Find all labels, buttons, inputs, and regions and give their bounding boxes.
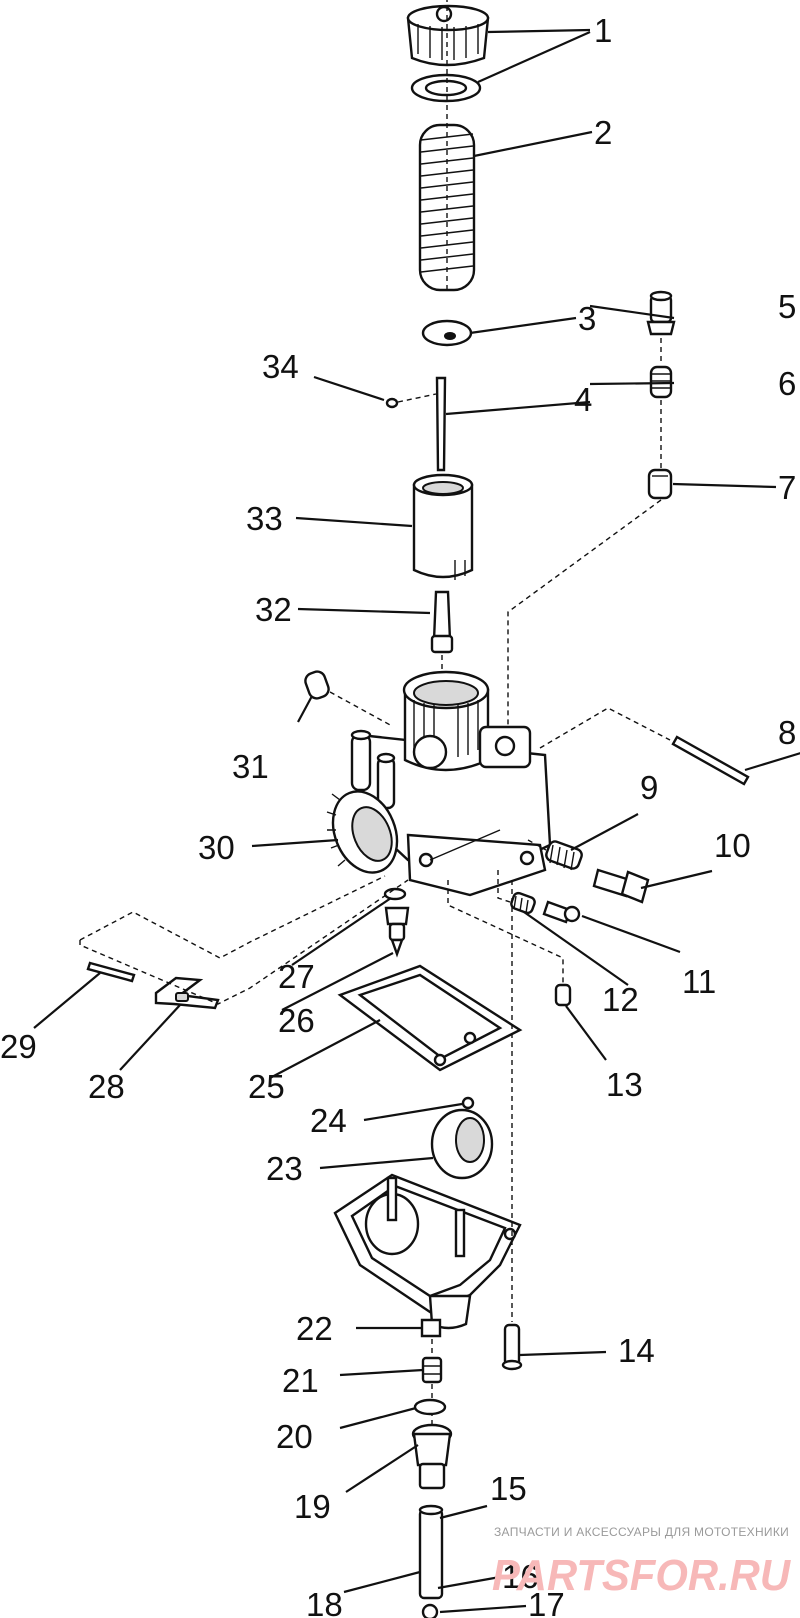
part-24-ball	[461, 1096, 475, 1110]
part-13-jet	[554, 983, 572, 1007]
callout-33: 33	[246, 500, 283, 537]
part-21-main-jet	[421, 1356, 443, 1384]
callout-5: 5	[778, 288, 796, 325]
callout-25: 25	[248, 1068, 285, 1105]
callout-17: 17	[528, 1586, 565, 1618]
part-25-gasket	[337, 964, 523, 1072]
part-19-plug	[411, 1423, 453, 1490]
callout-13: 13	[606, 1066, 643, 1103]
part-34-clip	[385, 397, 399, 409]
callout-34: 34	[262, 348, 299, 385]
watermark-tagline: ЗАПЧАСТИ И АКСЕССУАРЫ ДЛЯ МОТОТЕХНИКИ	[494, 1525, 789, 1539]
part-32-needle-jet	[430, 590, 454, 654]
callout-27: 27	[278, 958, 315, 995]
callout-18: 18	[306, 1586, 343, 1618]
part-31-plug	[304, 670, 330, 700]
part-18-drain-tube	[418, 1504, 444, 1600]
callout-24: 24	[310, 1102, 347, 1139]
part-7-cap	[647, 468, 673, 500]
callout-23: 23	[266, 1150, 303, 1187]
part-10-screw	[592, 868, 650, 904]
callout-15: 15	[490, 1470, 527, 1507]
callout-14: 14	[618, 1332, 655, 1369]
watermark: ЗАПЧАСТИ И АКСЕССУАРЫ ДЛЯ МОТОТЕХНИКИ PA…	[492, 1525, 791, 1600]
callout-19: 19	[294, 1488, 331, 1525]
part-33-throttle-slide	[412, 473, 474, 580]
part-11-screw	[542, 900, 581, 924]
callout-3: 3	[578, 300, 596, 337]
part-9-spring	[545, 840, 583, 871]
callout-9: 9	[640, 769, 658, 806]
part-1-cap	[406, 4, 490, 67]
callout-22: 22	[296, 1310, 333, 1347]
part-28-float-arm	[154, 976, 220, 1010]
carburetor-body	[326, 670, 552, 897]
part-22-nut	[420, 1318, 442, 1338]
callout-20: 20	[276, 1418, 313, 1455]
part-1-washer	[410, 73, 482, 103]
callout-12: 12	[602, 981, 639, 1018]
part-20-o-ring	[413, 1398, 447, 1416]
callout-31: 31	[232, 748, 269, 785]
callout-4: 4	[574, 381, 592, 418]
part-5-screw	[646, 290, 676, 336]
callout-8: 8	[778, 714, 796, 751]
part-14-screw	[501, 1323, 523, 1371]
leader-lines	[33, 28, 800, 1614]
part-3-clip-plate	[421, 319, 473, 347]
callout-16: 16	[502, 1558, 539, 1595]
part-29-pin	[86, 961, 136, 983]
callout-7: 7	[778, 469, 796, 506]
callout-32: 32	[255, 591, 292, 628]
float-bowl	[333, 1173, 522, 1330]
callout-labels: 1 2 3 4 5 6 7 8 9 10 11 12 13 14 15 16 1…	[0, 12, 796, 1618]
part-23-float	[430, 1108, 494, 1180]
watermark-brand: PARTSFOR.RU	[492, 1551, 791, 1600]
part-4-needle	[435, 376, 447, 472]
callout-1: 1	[594, 12, 612, 49]
callout-30: 30	[198, 829, 235, 866]
part-17-drain-screw	[421, 1603, 439, 1618]
callout-6: 6	[778, 365, 796, 402]
callout-11: 11	[682, 963, 716, 1000]
callout-10: 10	[714, 827, 751, 864]
callout-28: 28	[88, 1068, 125, 1105]
part-26-pilot-jet	[384, 906, 410, 958]
callout-21: 21	[282, 1362, 319, 1399]
part-8-pin	[671, 735, 750, 786]
part-27-washer	[383, 887, 407, 901]
part-12-spring	[510, 891, 536, 915]
callout-29: 29	[0, 1028, 37, 1065]
callout-2: 2	[594, 114, 612, 151]
callout-26: 26	[278, 1002, 315, 1039]
